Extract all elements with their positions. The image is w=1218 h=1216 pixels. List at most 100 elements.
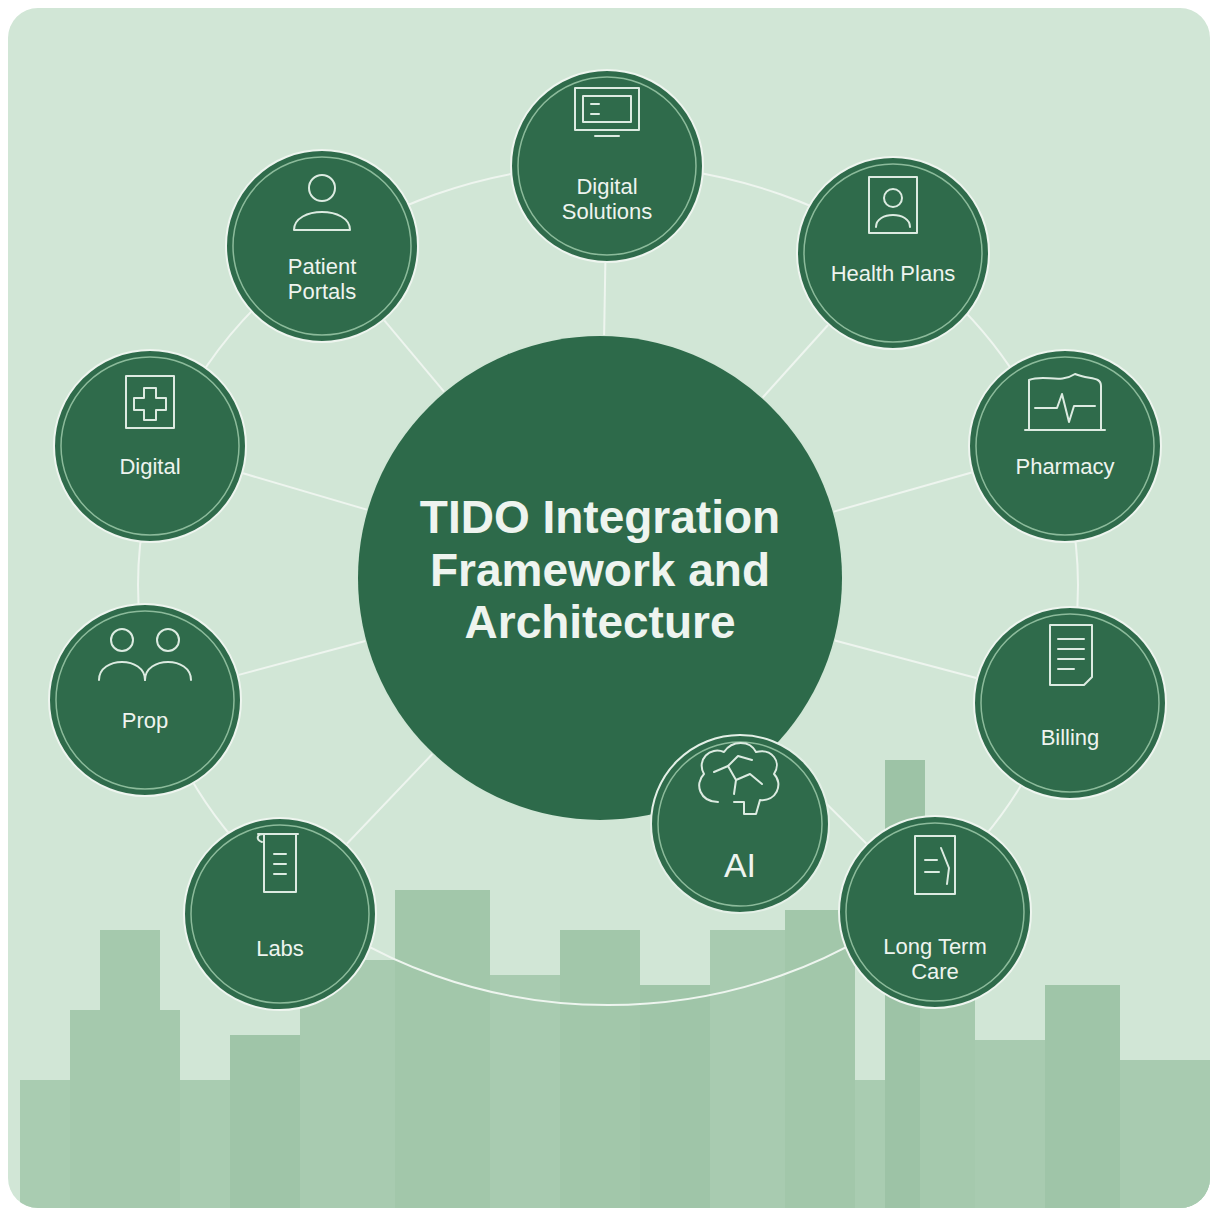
doc-icon [1050,625,1092,685]
system-circle: Labs [183,817,377,1011]
inner-ring [658,742,822,906]
icon-stroke [595,135,619,137]
circle-outline [968,349,1162,543]
inner-ring [61,357,239,535]
chart-icon [915,836,955,894]
beaker-icon [258,834,298,892]
icon-stroke [126,376,174,428]
spoke-line [834,472,972,511]
node-label: Patient Portals [257,254,387,305]
icon-stroke [1029,374,1101,430]
icon-stroke [145,662,191,680]
inner-ring [981,614,1159,792]
icon-stroke [925,860,939,872]
icon-stroke [876,215,910,227]
icon-stroke [575,88,639,130]
icon-stroke [714,766,762,784]
node-label: Prop [70,708,220,733]
hub-title: TIDO Integration Framework and Architect… [405,491,795,650]
inner-ring [56,611,234,789]
inner-ring [191,825,369,1003]
icon-stroke [1050,625,1092,685]
node-label: Billing [995,725,1145,750]
circle-outline [510,69,704,263]
icon-stroke [734,780,736,794]
circle-fill [511,70,703,262]
system-circle: Patient Portals [225,149,419,343]
circle-fill [974,607,1166,799]
inner-ring [233,157,411,335]
circle-outline [650,734,830,914]
circle-fill [797,157,989,349]
spoke-line [604,263,605,335]
circle-outline [53,349,247,543]
icon-stroke [1025,429,1105,431]
system-circle: Long Term Care [838,815,1032,1009]
circle-outline [183,817,377,1011]
node-label: Health Plans [828,261,958,286]
icon-stroke [309,175,335,201]
circle-fill [184,818,376,1010]
brain-icon [699,743,778,814]
spoke-line [239,641,366,675]
circle-fill [226,150,418,342]
icon-stroke [728,756,752,766]
people-icon [99,629,191,680]
circle-fill [969,350,1161,542]
inner-ring [976,357,1154,535]
icon-stroke [134,388,166,420]
circle-fill [54,350,246,542]
inner-ring [518,77,696,255]
plus-icon [126,376,174,428]
icon-stroke [591,104,599,114]
node-label: Digital [75,454,225,479]
spoke-line [835,640,976,678]
icon-stroke [274,854,286,874]
circle-fill [49,604,241,796]
city-skyline [20,760,1210,1208]
system-circle: Digital [53,349,247,543]
circle-outline [796,156,990,350]
system-circle: Billing [973,606,1167,800]
inner-ring [804,164,982,342]
icon-stroke [157,629,179,651]
system-circle: Prop [48,603,242,797]
ai-circle: AI [650,734,830,914]
icon-stroke [583,96,631,122]
icon-stroke [884,189,902,207]
circle-fill [651,735,829,913]
circle-fill [839,816,1031,1008]
icon-stroke [941,848,949,884]
icon-stroke [258,834,298,892]
node-label: AI [680,846,800,885]
circle-outline [48,603,242,797]
node-label: Long Term Care [870,934,1000,985]
icon-stroke [699,743,778,814]
spoke-line [763,325,828,397]
inner-ring [846,823,1024,1001]
icon-stroke [258,834,264,842]
icon-stroke [1058,639,1084,669]
icon-stroke [1035,394,1095,422]
icon-stroke [111,629,133,651]
icon-stroke [99,662,145,680]
icon-stroke [915,836,955,894]
spoke-line [384,320,444,391]
system-circle: Digital Solutions [510,69,704,263]
icon-stroke [869,177,917,233]
spoke-line [347,754,433,844]
node-label: Digital Solutions [532,174,682,225]
card-icon [869,177,917,233]
pulse-icon [1025,374,1105,430]
node-label: Pharmacy [985,454,1145,479]
circle-outline [225,149,419,343]
node-label: Labs [205,936,355,961]
circle-outline [973,606,1167,800]
person-icon [294,175,350,230]
spoke-line [243,473,367,509]
icon-stroke [294,212,350,230]
system-circle: Pharmacy [968,349,1162,543]
system-circle: Health Plans [796,156,990,350]
monitor-icon [575,88,639,136]
